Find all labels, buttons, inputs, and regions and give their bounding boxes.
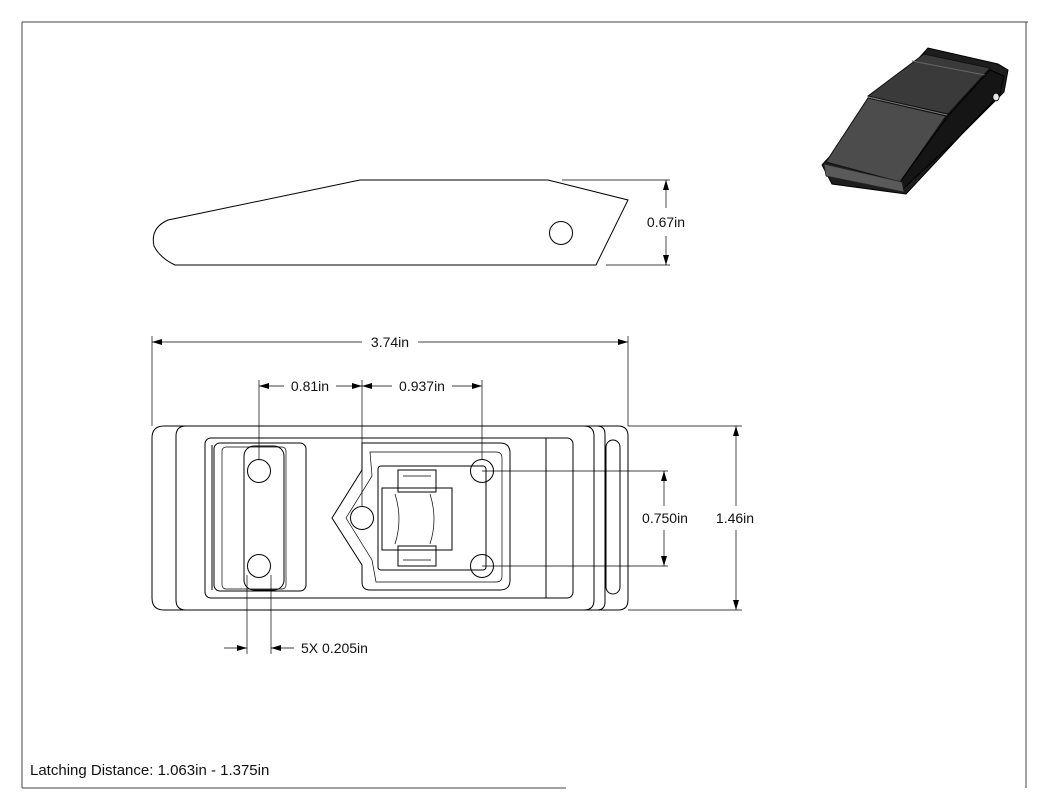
dim-overall-length: 3.74in xyxy=(151,334,629,426)
dim-overall-width: 1.46in xyxy=(628,425,760,611)
top-view xyxy=(151,425,629,611)
dim-height-side: 0.67in xyxy=(562,179,692,266)
side-view xyxy=(152,179,629,266)
dim-label-hole-offset-2: 0.937in xyxy=(399,378,445,394)
dim-hole-offset-1: 0.81in xyxy=(258,378,363,506)
dim-label-overall-width: 1.46in xyxy=(716,510,754,526)
dim-hole-diameter: 5X 0.205in xyxy=(224,575,368,656)
dim-label-hole-spacing-vertical: 0.750in xyxy=(642,510,688,526)
dim-hole-spacing-vertical: 0.750in xyxy=(482,470,692,567)
dim-label-height-side: 0.67in xyxy=(647,214,685,230)
dim-label-hole-offset-1: 0.81in xyxy=(291,378,329,394)
latching-distance-note: Latching Distance: 1.063in - 1.375in xyxy=(30,762,269,779)
sheet-border xyxy=(21,21,1028,789)
dim-label-hole-diameter: 5X 0.205in xyxy=(301,640,368,656)
isometric-render xyxy=(821,47,1009,195)
dim-hole-offset-2: 0.937in xyxy=(362,378,483,460)
dim-label-overall-length: 3.74in xyxy=(371,334,409,350)
